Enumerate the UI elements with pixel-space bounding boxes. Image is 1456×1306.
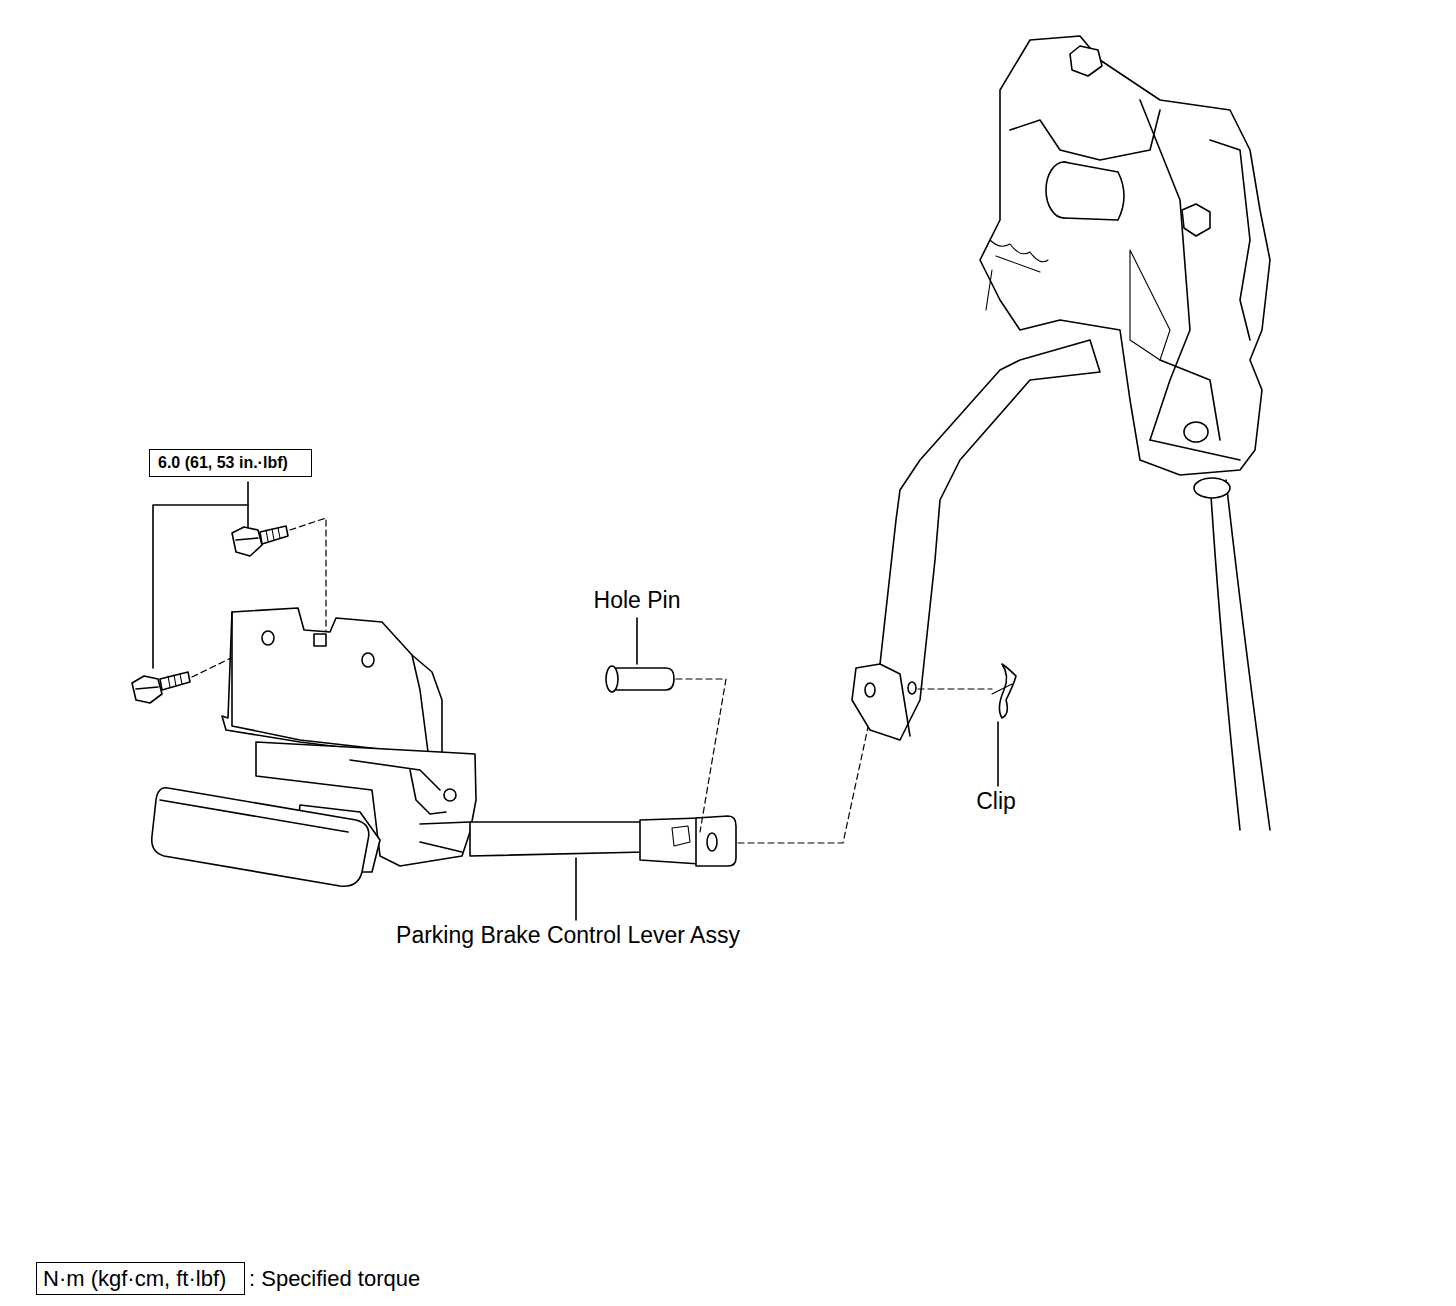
pedal-assembly	[980, 36, 1270, 475]
part-label: Hole Pin	[592, 588, 683, 613]
bolt	[266, 528, 280, 541]
bracket	[222, 608, 442, 760]
pedal-assembly	[1140, 100, 1190, 440]
part-label: Clip	[974, 789, 1018, 814]
pedal-assembly	[980, 36, 1270, 475]
bracket	[362, 653, 374, 667]
lever-housing	[444, 789, 456, 801]
hole-pin	[676, 679, 726, 832]
hole-pin	[606, 618, 726, 832]
torque-legend: N·m (kgf·cm, ft·lbf): Specified torque	[36, 1262, 420, 1295]
handle	[160, 800, 348, 832]
torque-box: 6.0 (61, 53 in.·lbf)	[149, 449, 312, 477]
lever-housing	[350, 760, 446, 814]
pedal-arm	[865, 683, 875, 697]
pedal-arm	[908, 682, 916, 694]
lever-rod	[707, 833, 717, 851]
part-name: Parking Brake Control Lever Assy	[394, 923, 742, 948]
handle	[152, 788, 380, 886]
bolt	[260, 526, 288, 544]
clip	[992, 684, 1012, 694]
pedal-assembly	[1010, 110, 1160, 160]
bracket	[262, 631, 274, 645]
pedal-arm	[918, 688, 992, 689]
torque-value: N·m (kgf·cm, ft·lbf)	[36, 1262, 245, 1295]
clip	[999, 664, 1016, 718]
pedal-assembly	[1182, 204, 1210, 236]
bracket	[412, 655, 428, 752]
hole-pin	[614, 668, 674, 690]
pedal-arm	[852, 340, 1100, 740]
bracket	[232, 608, 442, 756]
bolt	[236, 538, 258, 540]
bolt	[232, 527, 262, 556]
hole-pin	[606, 666, 618, 692]
pedal-assembly	[986, 240, 1048, 310]
lever-rod	[696, 816, 736, 866]
clip	[997, 722, 999, 786]
lever-housing	[420, 822, 470, 852]
pedal-assembly	[1130, 250, 1170, 360]
lever-rod	[640, 818, 700, 864]
hole-pin	[636, 618, 638, 664]
bolt	[132, 676, 162, 703]
cable	[1194, 478, 1270, 830]
bolt	[168, 674, 182, 687]
torque-value: 6.0 (61, 53 in.·lbf)	[149, 449, 312, 477]
clip	[992, 664, 1016, 786]
legend-text: : Specified torque	[245, 1266, 420, 1291]
lever-rod	[470, 816, 736, 866]
pedal-assembly	[1064, 162, 1124, 220]
lever-rod	[470, 822, 645, 856]
bolt	[232, 526, 288, 556]
pedal-assembly	[1070, 46, 1102, 76]
pedal-arm	[852, 340, 1100, 740]
handle	[152, 788, 369, 886]
pedal-arm	[880, 664, 910, 736]
cable	[1210, 480, 1240, 830]
pedal-assembly	[1210, 140, 1250, 340]
cable	[1226, 480, 1270, 830]
bolt	[160, 672, 190, 690]
pedal-assembly	[1150, 360, 1240, 460]
bracket	[314, 634, 326, 646]
lever-rod	[672, 826, 690, 846]
pedal-assembly	[1184, 422, 1208, 442]
leader-line	[575, 858, 577, 920]
bolt	[136, 687, 158, 689]
bolt	[132, 672, 190, 703]
assembly-line	[738, 690, 876, 843]
cable	[1194, 478, 1230, 498]
bracket	[222, 612, 442, 760]
